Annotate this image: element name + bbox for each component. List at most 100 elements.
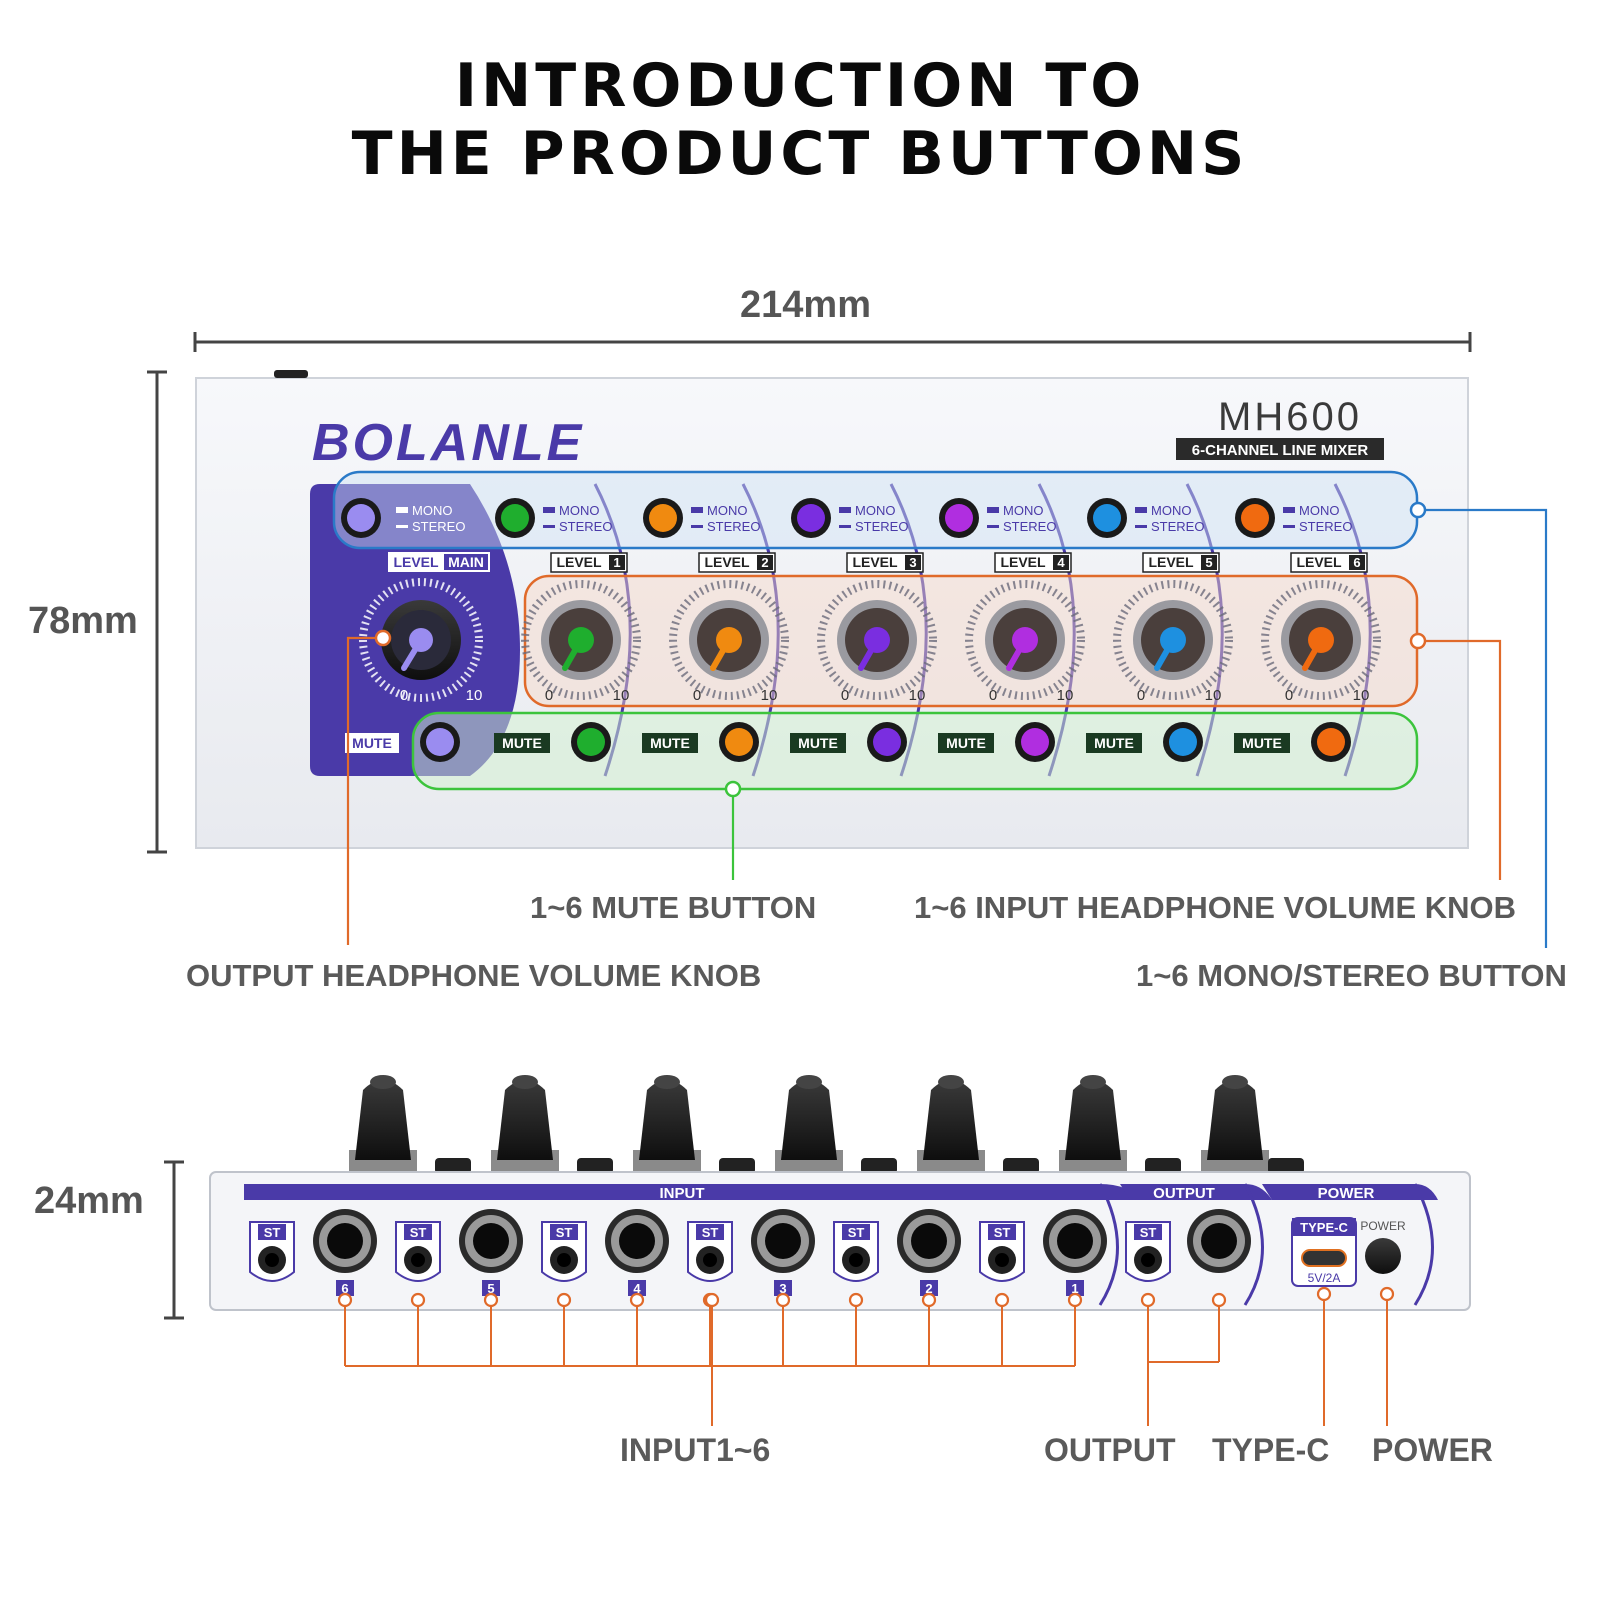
- stereo-label-2: STEREO: [707, 519, 760, 534]
- power-button[interactable]: [1365, 1238, 1401, 1274]
- mono-stereo-button-2[interactable]: [643, 498, 683, 538]
- width-dimension-line: [193, 332, 1472, 352]
- input-jack-3[interactable]: 3: [751, 1209, 815, 1296]
- back-knob[interactable]: [349, 1075, 417, 1174]
- input-jack-6[interactable]: 6: [313, 1209, 377, 1296]
- channel-number-2: 2: [761, 555, 768, 570]
- mute-button-4[interactable]: [1015, 722, 1055, 762]
- back-height-dimension-line: [164, 1160, 184, 1320]
- input-number-label: 3: [779, 1281, 786, 1296]
- height-dimension-line: [147, 370, 167, 854]
- st-jack[interactable]: ST: [979, 1221, 1025, 1282]
- st-jack-label: ST: [994, 1225, 1011, 1240]
- mute-label-3: MUTE: [798, 735, 838, 751]
- back-switch[interactable]: [1003, 1158, 1039, 1174]
- st-jack[interactable]: ST: [249, 1221, 295, 1282]
- mono-stereo-button-3[interactable]: [791, 498, 831, 538]
- mono-stereo-button-4[interactable]: [939, 498, 979, 538]
- input-number-label: 5: [487, 1281, 494, 1296]
- input-number-label: 4: [633, 1281, 641, 1296]
- input-level-knob-2[interactable]: [669, 580, 789, 700]
- main-stereo-label: STEREO: [412, 519, 465, 534]
- back-knob[interactable]: [917, 1075, 985, 1174]
- input-number-label: 6: [341, 1281, 348, 1296]
- mute-badge-6: MUTE: [1234, 733, 1290, 753]
- channel-number-6: 6: [1353, 555, 1360, 570]
- stereo-label-1: STEREO: [559, 519, 612, 534]
- input-jack-2[interactable]: 2: [897, 1209, 961, 1296]
- st-jack-label: ST: [702, 1225, 719, 1240]
- back-switch[interactable]: [861, 1158, 897, 1174]
- back-knob[interactable]: [775, 1075, 843, 1174]
- mute-button-1[interactable]: [571, 722, 611, 762]
- mono-stereo-button-5[interactable]: [1087, 498, 1127, 538]
- typec-rating-label: 5V/2A: [1308, 1271, 1341, 1285]
- main-mono-stereo-button[interactable]: [341, 498, 381, 538]
- mute-label-6: MUTE: [1242, 735, 1282, 751]
- mono-label-3: MONO: [855, 503, 895, 518]
- mute-badge-3: MUTE: [790, 733, 846, 753]
- input-level-knob-1[interactable]: [521, 580, 641, 700]
- typec-port-label: TYPE-C: [1300, 1220, 1348, 1235]
- back-height-dimension-label: 24mm: [34, 1180, 144, 1222]
- main-level-knob[interactable]: [359, 578, 483, 702]
- input-level-knob-5[interactable]: [1113, 580, 1233, 700]
- mute-badge-2: MUTE: [642, 733, 698, 753]
- typec-port[interactable]: [1291, 1217, 1357, 1287]
- st-jack[interactable]: ST: [541, 1221, 587, 1282]
- scale-max-2: 10: [761, 687, 778, 704]
- st-jack[interactable]: ST: [833, 1221, 879, 1282]
- main-scale-min: 0: [400, 687, 408, 704]
- callout-typec: TYPE-C: [1212, 1432, 1330, 1468]
- level-label-3: LEVEL: [852, 554, 898, 570]
- input-number-label: 1: [1071, 1281, 1078, 1296]
- input-level-knob-6[interactable]: [1261, 580, 1381, 700]
- st-jack[interactable]: ST: [395, 1221, 441, 1282]
- scale-min-5: 0: [1137, 687, 1145, 704]
- mute-label-5: MUTE: [1094, 735, 1134, 751]
- scale-min-4: 0: [989, 687, 997, 704]
- back-callout-lines: [337, 1286, 1395, 1426]
- mono-label-1: MONO: [559, 503, 599, 518]
- level-label-6: LEVEL: [1296, 554, 1342, 570]
- main-level-label: LEVEL: [393, 554, 439, 570]
- back-switch[interactable]: [1145, 1158, 1181, 1174]
- back-knob[interactable]: [633, 1075, 701, 1174]
- mute-button-5[interactable]: [1163, 722, 1203, 762]
- main-mute-badge: MUTE: [345, 733, 399, 753]
- input-jack-null[interactable]: [1187, 1209, 1251, 1273]
- st-jack[interactable]: ST: [687, 1221, 733, 1282]
- mute-badge-5: MUTE: [1086, 733, 1142, 753]
- back-switch[interactable]: [435, 1158, 471, 1174]
- mute-button-2[interactable]: [719, 722, 759, 762]
- back-knob[interactable]: [1201, 1075, 1269, 1174]
- st-jack-label: ST: [848, 1225, 865, 1240]
- input-jack-4[interactable]: 4: [605, 1209, 669, 1296]
- st-jack-label: ST: [1140, 1225, 1157, 1240]
- callout-input-knob: 1~6 INPUT HEADPHONE VOLUME KNOB: [914, 890, 1517, 925]
- mono-stereo-button-6[interactable]: [1235, 498, 1275, 538]
- level-label-5: LEVEL: [1148, 554, 1194, 570]
- mute-button-3[interactable]: [867, 722, 907, 762]
- back-knob[interactable]: [491, 1075, 559, 1174]
- main-mute-button[interactable]: [420, 722, 460, 762]
- width-dimension-label: 214mm: [740, 284, 871, 326]
- input-number-label: 2: [925, 1281, 932, 1296]
- st-jack[interactable]: ST: [1125, 1221, 1171, 1282]
- scale-min-6: 0: [1285, 687, 1293, 704]
- input-jack-1[interactable]: 1: [1043, 1209, 1107, 1296]
- main-level-badge: LEVEL MAIN: [388, 552, 490, 572]
- back-output-label: OUTPUT: [1153, 1185, 1215, 1202]
- input-jack-5[interactable]: 5: [459, 1209, 523, 1296]
- back-knob[interactable]: [1059, 1075, 1127, 1174]
- input-level-knob-3[interactable]: [817, 580, 937, 700]
- mono-stereo-button-1[interactable]: [495, 498, 535, 538]
- back-switch[interactable]: [577, 1158, 613, 1174]
- mute-button-6[interactable]: [1311, 722, 1351, 762]
- input-level-knob-4[interactable]: [965, 580, 1085, 700]
- back-switch[interactable]: [719, 1158, 755, 1174]
- scale-max-1: 10: [613, 687, 630, 704]
